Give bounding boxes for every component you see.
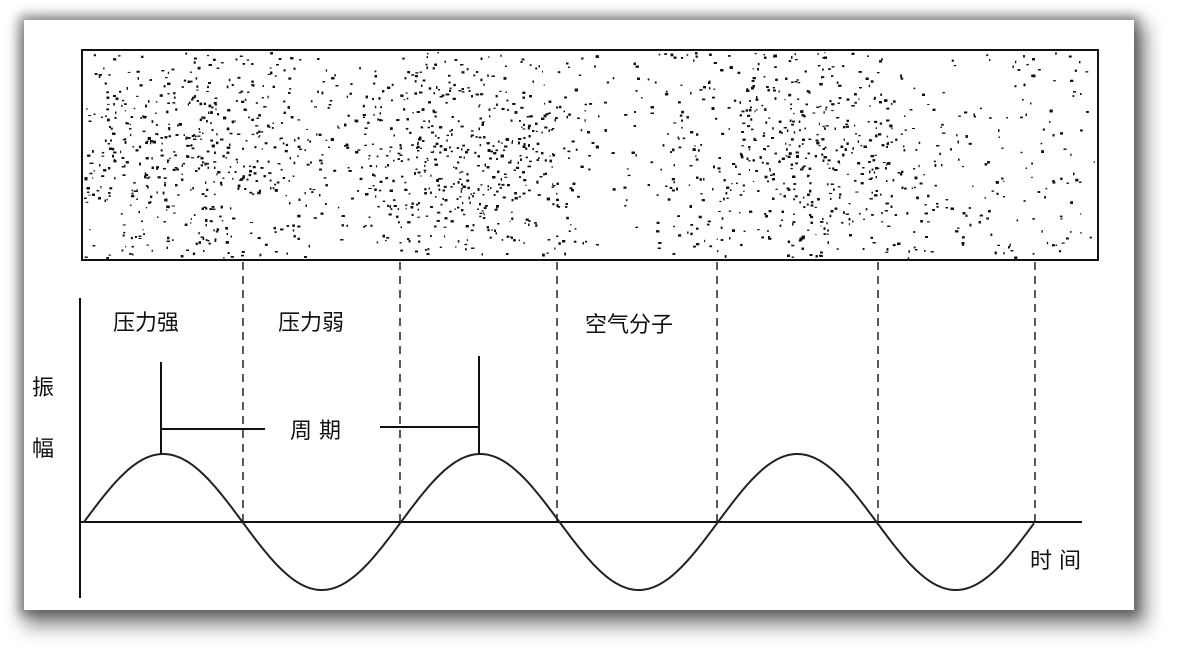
label-pressure-weak: 压力弱 — [278, 311, 344, 336]
phase-dividers — [242, 262, 1036, 522]
air-molecule-panel — [81, 49, 1099, 261]
air-molecule-dots — [84, 52, 1095, 260]
label-time: 时 间 — [1030, 549, 1081, 574]
sound-wave-curve — [83, 453, 1035, 591]
label-pressure-strong: 压力强 — [113, 311, 179, 336]
label-amplitude-2: 幅 — [32, 437, 54, 462]
label-period: 周 期 — [290, 419, 341, 444]
period-bracket — [160, 356, 480, 454]
label-air-molecules: 空气分子 — [585, 313, 673, 338]
label-amplitude-1: 振 — [32, 376, 54, 401]
air-molecule-panel-border — [81, 49, 1099, 261]
